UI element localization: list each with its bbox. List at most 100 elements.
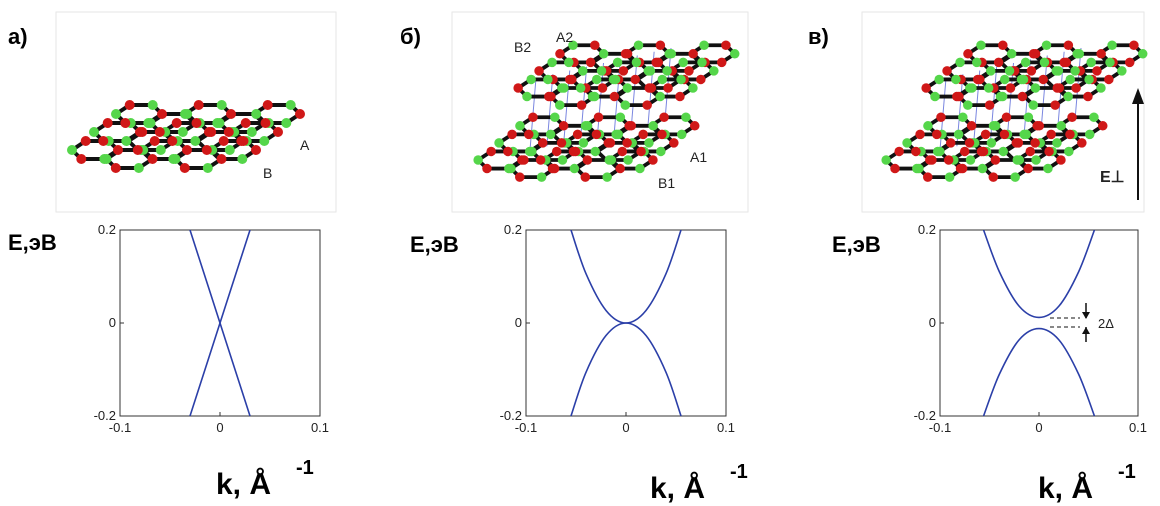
atom-b: [669, 138, 679, 148]
atom-a: [697, 57, 707, 68]
atom-b: [988, 172, 999, 182]
atom-b: [137, 127, 148, 137]
atom-a: [622, 83, 633, 93]
atom-a: [633, 40, 644, 50]
atom-a: [550, 112, 560, 122]
atom-b: [1096, 49, 1106, 59]
atom-a: [648, 121, 658, 131]
atom-a: [121, 136, 132, 146]
ylabel-a: E,эВ: [8, 230, 57, 255]
atom-b: [534, 66, 544, 76]
atom-a: [666, 49, 677, 59]
atom-a: [1063, 91, 1073, 102]
atom-b: [568, 146, 579, 157]
atom-a: [1086, 57, 1096, 68]
atom-b: [1023, 163, 1033, 174]
xlabel-b-exp: -1: [730, 461, 748, 483]
atom-b: [1065, 129, 1075, 140]
atom-a: [1096, 83, 1106, 93]
atom-a: [678, 57, 688, 68]
y-tick-label: 0: [109, 315, 116, 330]
atom-b: [572, 129, 583, 140]
atom-a: [1056, 121, 1066, 131]
atom-a: [133, 163, 144, 173]
xlabel-c-exp: -1: [1118, 461, 1136, 483]
atom-b: [642, 100, 652, 110]
bilayer-lattice: [473, 40, 740, 182]
atom-b: [615, 163, 625, 174]
atom-b: [955, 163, 966, 174]
atom-a: [569, 163, 580, 174]
atom-label-b: B: [263, 165, 272, 181]
atom-b: [102, 118, 113, 128]
y-tick-label: 0.2: [918, 222, 936, 237]
atom-a: [958, 112, 968, 122]
atom-a: [522, 91, 532, 102]
atom-b: [218, 136, 229, 146]
lattice-a-frame: [55, 11, 337, 213]
x-tick-label: -0.1: [109, 420, 131, 435]
atom-b: [149, 136, 160, 146]
atom-a: [881, 155, 891, 165]
atom-label-b2: B2: [514, 39, 531, 55]
atom-a: [976, 40, 986, 50]
atom-a: [473, 155, 483, 165]
atom-b: [1034, 121, 1045, 131]
atom-a: [995, 91, 1006, 102]
atom-a: [930, 91, 940, 102]
x-tick-label: 0.1: [717, 420, 735, 435]
atom-a: [944, 172, 955, 182]
atom-b: [966, 121, 977, 131]
atom-b: [524, 129, 534, 140]
atom-b: [206, 127, 217, 137]
atom-a: [1052, 138, 1062, 148]
atom-b: [663, 83, 673, 93]
atom-a: [1039, 57, 1050, 68]
atom-a: [657, 74, 668, 85]
atom-b: [975, 74, 985, 85]
atom-b: [999, 129, 1010, 140]
y-tick-label: 0: [929, 315, 936, 330]
biased-bilayer-lattice: [881, 40, 1148, 182]
plot-frame: [939, 229, 1139, 417]
atom-b: [721, 40, 731, 50]
atom-a: [972, 57, 982, 68]
atom-b: [1050, 100, 1060, 110]
atom-a: [914, 163, 924, 174]
atom-a: [281, 118, 292, 128]
band-curve: [982, 327, 1096, 417]
atom-a: [1053, 66, 1064, 76]
atom-b: [605, 138, 616, 148]
atom-b: [1005, 83, 1016, 93]
atom-b: [538, 138, 548, 148]
atom-b: [555, 49, 565, 59]
atom-a: [1084, 129, 1095, 140]
atom-b: [1061, 57, 1072, 68]
atom-a: [237, 154, 248, 164]
atom-a: [613, 129, 624, 140]
atom-a: [1105, 57, 1115, 68]
atom-a: [615, 112, 626, 122]
atom-b: [936, 112, 946, 122]
atom-a: [559, 83, 569, 93]
atom-a: [612, 57, 623, 68]
atom-b: [262, 100, 273, 110]
panel-c-letter: в): [808, 24, 829, 49]
atom-a: [656, 146, 666, 157]
atom-a: [190, 136, 201, 146]
atom-a: [575, 83, 586, 93]
atom-a: [620, 100, 631, 110]
atom-b: [657, 129, 667, 140]
atom-b: [154, 127, 165, 137]
atom-b: [609, 91, 620, 102]
atom-a: [202, 163, 213, 173]
atom-b: [1046, 129, 1056, 140]
atom-b: [1026, 66, 1037, 76]
x-tick-label: 0: [1035, 420, 1042, 435]
atom-b: [251, 145, 261, 155]
atom-a: [180, 109, 190, 119]
atom-a: [564, 57, 574, 68]
atom-a: [145, 118, 156, 128]
